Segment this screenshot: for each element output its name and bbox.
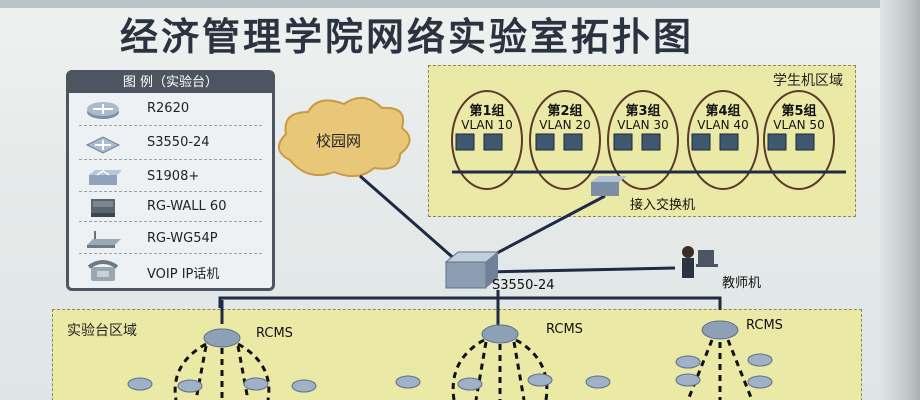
- access-switch-icon: [591, 176, 627, 196]
- poster-frame-right: [880, 0, 920, 400]
- legend-label-firewall: RG-WALL 60: [147, 199, 227, 214]
- legend-divider: [79, 159, 262, 160]
- teacher-label: 教师机: [722, 276, 762, 291]
- legend-item-router: R2620: [69, 95, 272, 125]
- legend-heading: 图 例（实验台）: [69, 73, 272, 93]
- access-switch-label: 接入交换机: [630, 198, 696, 213]
- switch-icon: [85, 136, 121, 154]
- legend-label-phone: VOIP IP话机: [147, 267, 220, 282]
- legend-box: 图 例（实验台） R2620 S3550-24 S1908: [66, 70, 275, 291]
- rcms-label-2: RCMS: [546, 322, 583, 337]
- legend-item-switch: S3550-24: [69, 129, 272, 159]
- lab-dashed-links: [173, 338, 754, 400]
- ip-phone-icon: [87, 260, 119, 281]
- group-name: 第1组: [469, 104, 505, 119]
- group-name: 第3组: [625, 104, 661, 119]
- campus-network-cloud-icon: [278, 97, 411, 178]
- wireless-ap-icon: [87, 231, 121, 248]
- teacher-pc-icon: [682, 246, 718, 278]
- student-group-2: 第2组 VLAN 20: [529, 90, 601, 190]
- group-vlan: VLAN 30: [617, 118, 669, 132]
- lab-area-title: 实验台区域: [67, 323, 137, 339]
- firewall-icon: [91, 199, 115, 217]
- student-area-title: 学生机区域: [773, 73, 843, 89]
- legend-label-switch: S3550-24: [147, 135, 210, 150]
- group-name: 第2组: [547, 104, 583, 119]
- legend-label-wireless: RG-WG54P: [147, 231, 218, 246]
- legend-item-firewall: RG-WALL 60: [69, 193, 272, 223]
- lab-device-icons: [127, 353, 773, 393]
- hub-icon: [89, 170, 121, 185]
- group-vlan: VLAN 40: [697, 118, 749, 132]
- campus-network-label: 校园网: [316, 132, 362, 150]
- student-group-3: 第3组 VLAN 30: [607, 90, 679, 190]
- legend-item-wireless: RG-WG54P: [69, 225, 272, 255]
- legend-label-router: R2620: [147, 101, 190, 116]
- poster-frame-top: [0, 0, 920, 8]
- student-group-1: 第1组 VLAN 10: [451, 90, 523, 190]
- network-links: [218, 170, 846, 330]
- legend-item-hub: S1908+: [69, 163, 272, 193]
- legend-divider: [79, 191, 262, 192]
- group-vlan: VLAN 20: [539, 118, 591, 132]
- group-name: 第4组: [705, 104, 741, 119]
- legend-label-hub: S1908+: [147, 169, 200, 184]
- student-group-5: 第5组 VLAN 50: [763, 90, 835, 190]
- group-name: 第5组: [781, 104, 817, 119]
- poster-title: 经济管理学院网络实验室拓扑图: [120, 15, 695, 59]
- student-pc-icons: [455, 133, 815, 151]
- legend-divider: [79, 221, 262, 222]
- group-vlan: VLAN 50: [773, 118, 825, 132]
- router-icon: [87, 102, 119, 119]
- legend-divider: [79, 125, 262, 126]
- legend-divider: [79, 253, 262, 254]
- group-vlan: VLAN 10: [461, 118, 513, 132]
- rcms-label-1: RCMS: [256, 326, 293, 341]
- student-group-4: 第4组 VLAN 40: [687, 90, 759, 190]
- rcms-label-3: RCMS: [746, 318, 783, 333]
- core-switch-label: S3550-24: [492, 278, 555, 293]
- legend-item-phone: VOIP IP话机: [69, 257, 272, 287]
- rcms-router-icons: [203, 320, 739, 348]
- core-switch-icon: [444, 251, 500, 289]
